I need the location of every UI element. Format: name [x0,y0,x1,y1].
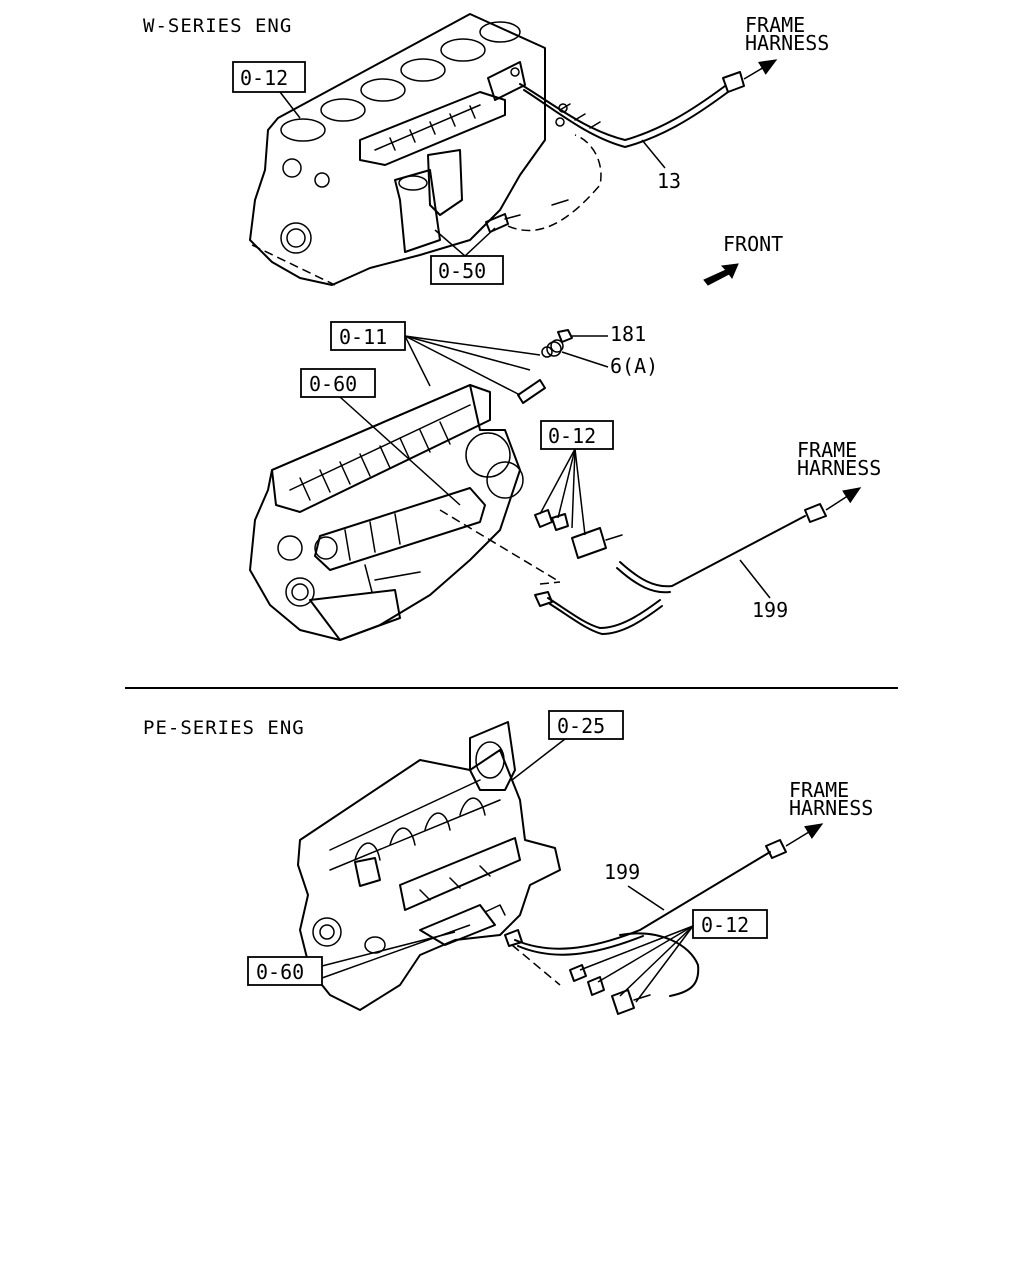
part-number-13: 13 [657,169,681,193]
ref-label-0-12-w: 0-12 [240,66,288,90]
frame-harness-label-3a: FRAME [789,778,849,802]
ref-label-0-60-pe: 0-60 [256,960,304,984]
pe-series-title: PE-SERIES ENG [143,717,305,739]
frame-harness-label-3b: HARNESS [789,796,873,820]
ref-box-0-60-w [300,368,376,398]
frame-harness-label-1a: FRAME [745,13,805,37]
harness-199-upper-drawing [547,487,862,635]
ref-label-0-11: 0-11 [339,325,387,349]
front-arrow-icon [703,263,739,286]
ref-box-0-60-pe [247,956,323,986]
ref-box-0-12-w-lower [540,420,614,450]
w-series-lower-section: 0-11 0-60 0-12 181 6(A) 199 FRAME HARNES… [249,321,881,641]
part-number-199-pe: 199 [604,860,640,884]
frame-harness-label-1b: HARNESS [745,31,829,55]
ref-label-0-50: 0-50 [438,259,486,283]
w-series-lower-engine-drawing [249,329,623,641]
harness-13-drawing [519,59,778,148]
w-series-title: W-SERIES ENG [143,15,292,37]
ref-label-0-25: 0-25 [557,714,605,738]
part-number-199-upper: 199 [752,598,788,622]
ref-box-0-12-w [232,61,306,93]
pe-series-engine-drawing [297,721,651,1015]
ref-label-0-12-pe: 0-12 [701,913,749,937]
harness-199-pe-drawing [514,823,824,997]
frame-harness-label-2a: FRAME [797,438,857,462]
ref-box-0-50 [430,255,504,285]
w-series-section: W-SERIES ENG [143,13,829,286]
part-number-181: 181 [610,322,646,346]
frame-harness-label-2b: HARNESS [797,456,881,480]
part-number-6a: 6(A) [610,354,658,378]
front-label: FRONT [723,232,783,256]
ref-box-0-12-pe [692,909,768,939]
ref-label-0-12-w-lower: 0-12 [548,424,596,448]
pe-series-section: PE-SERIES ENG [143,710,873,1015]
ref-box-0-25 [548,710,624,740]
ref-label-0-60-w: 0-60 [309,372,357,396]
ref-box-0-11 [330,321,406,351]
w-series-engine-drawing [249,13,602,286]
